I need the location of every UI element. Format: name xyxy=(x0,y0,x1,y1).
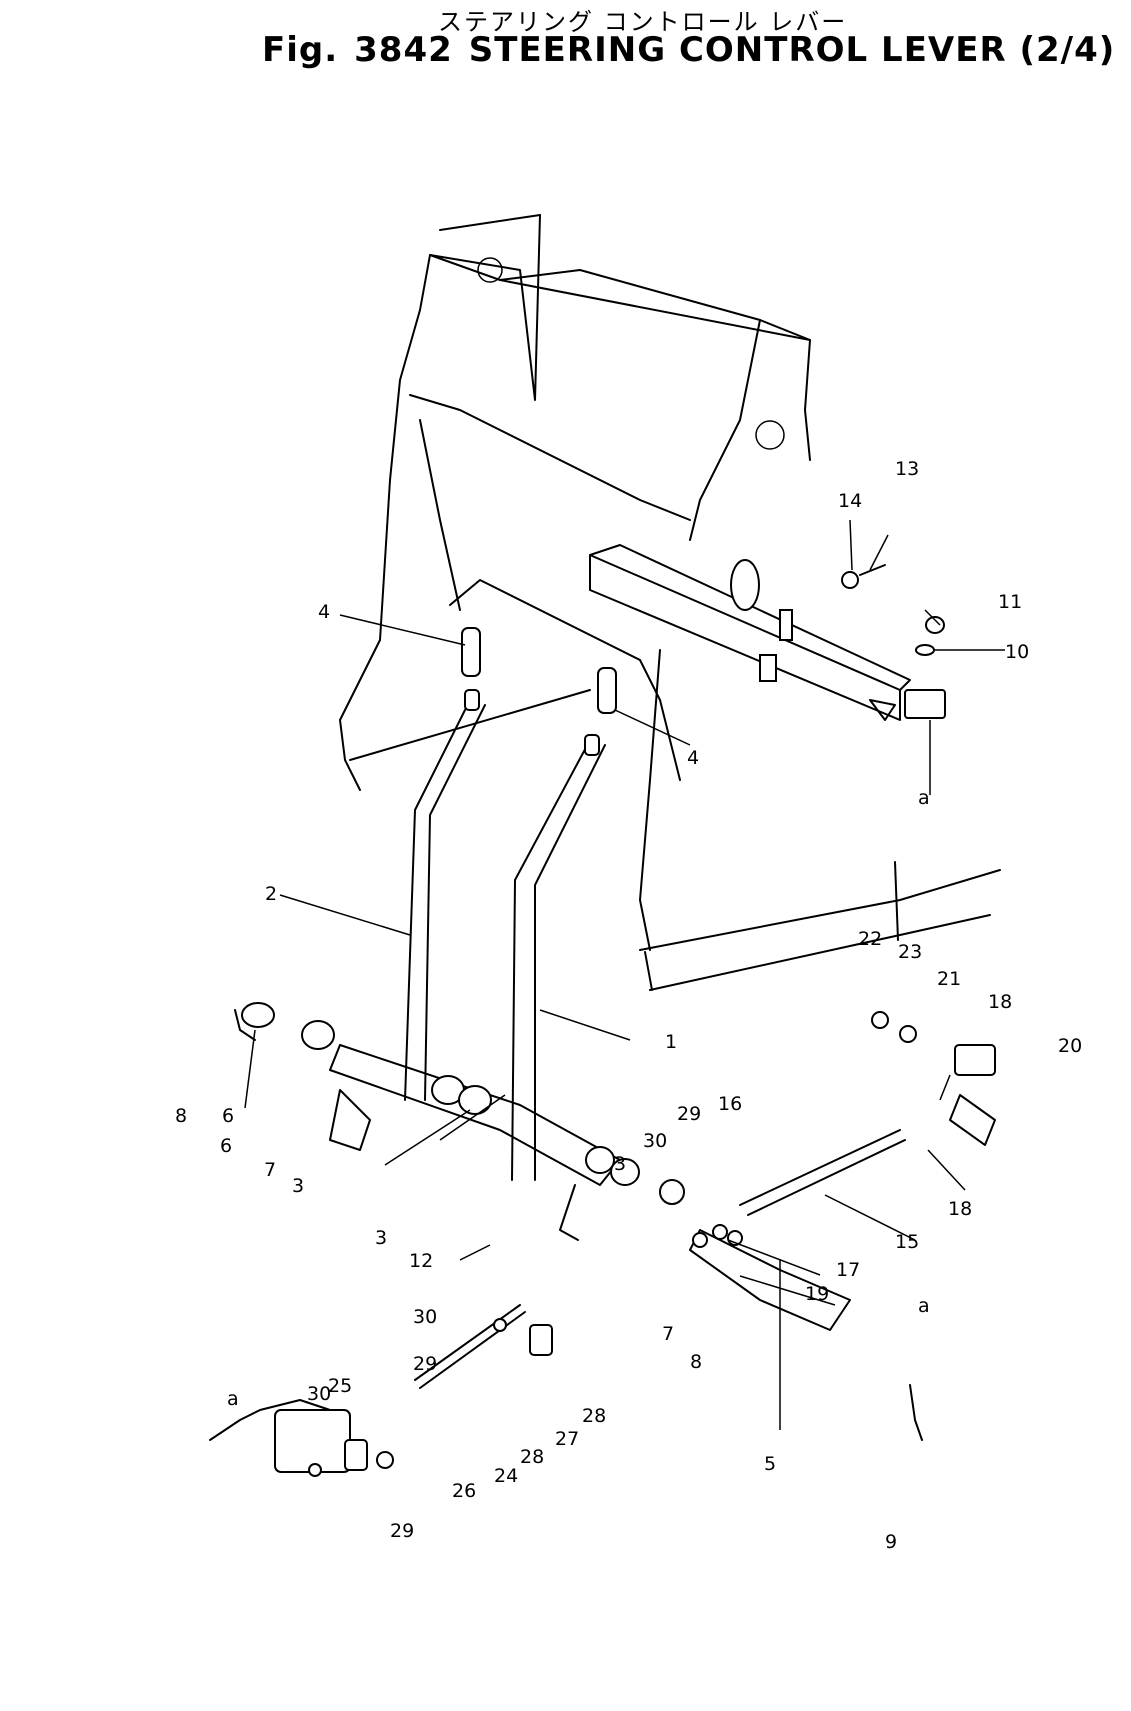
callout-10: 11 xyxy=(998,591,1022,613)
shaft-assembly xyxy=(241,1002,685,1241)
callout-29: 29 xyxy=(677,1103,701,1125)
callout-7: 7 xyxy=(264,1159,276,1181)
callout-8: 9 xyxy=(885,1531,897,1553)
exploded-view-drawing: 1 2 3 3 3 4 4 5 6 6 7 7 8 8 9 10 11 12 1… xyxy=(175,214,1082,1553)
callout-14: 15 xyxy=(895,1231,919,1253)
callout-labels: 1 2 3 3 3 4 4 5 6 6 7 7 8 8 9 10 11 12 1… xyxy=(175,458,1082,1553)
fig-number: 3842 xyxy=(354,30,453,70)
leader-lines xyxy=(244,519,1005,1430)
callout-17: 18 xyxy=(988,991,1012,1013)
fig-name: STEERING CONTROL LEVER (2/4) xyxy=(468,30,1116,70)
callout-1: 1 xyxy=(665,1031,677,1053)
callout-4: 4 xyxy=(318,601,330,623)
callout-18: 19 xyxy=(805,1283,829,1305)
frame-bracket xyxy=(339,214,1001,991)
lever-left xyxy=(404,627,486,1101)
fig-label: Fig. xyxy=(262,30,339,70)
callout-4: 4 xyxy=(687,747,699,769)
callout-24: 25 xyxy=(328,1375,352,1397)
callout-3: 3 xyxy=(375,1227,387,1249)
callout-6: 6 xyxy=(220,1135,232,1157)
callout-a: a xyxy=(918,1295,930,1317)
callout-8: 6 xyxy=(222,1105,234,1127)
callout-27: 28 xyxy=(520,1446,544,1468)
callout-30: 30 xyxy=(643,1130,667,1152)
callout-28: 28 xyxy=(582,1405,606,1427)
callout-8: 8 xyxy=(175,1105,187,1127)
callout-12: 13 xyxy=(895,458,919,480)
callout-7: 8 xyxy=(690,1351,702,1373)
callout-2: 2 xyxy=(265,883,277,905)
callout-16: 17 xyxy=(836,1259,860,1281)
callout-25: 26 xyxy=(452,1480,476,1502)
callout-30: 30 xyxy=(413,1306,437,1328)
callout-19: 20 xyxy=(1058,1035,1082,1057)
fasteners xyxy=(234,564,996,1477)
callout-30: a xyxy=(227,1388,239,1410)
callout-26: 27 xyxy=(555,1428,579,1450)
callout-a: a xyxy=(918,787,930,809)
callout-3: 3 xyxy=(614,1153,626,1175)
callout-22: 23 xyxy=(898,941,922,963)
callout-3: 3 xyxy=(292,1175,304,1197)
lever-right xyxy=(511,667,617,1181)
japanese-title: ステアリング コントロール レバー xyxy=(438,8,848,36)
callout-21: 22 xyxy=(858,928,882,950)
callout-5: 5 xyxy=(764,1453,776,1475)
callout-6: 7 xyxy=(662,1323,674,1345)
callout-18: 18 xyxy=(948,1198,972,1220)
callout-15: 16 xyxy=(718,1093,742,1115)
callout-11: 12 xyxy=(409,1250,433,1272)
callout-9: 10 xyxy=(1005,641,1029,663)
figure-title: Fig. 3842 STEERING CONTROL LEVER (2/4) xyxy=(262,30,1131,70)
callout-29: 30 xyxy=(307,1383,331,1405)
callout-23: 24 xyxy=(494,1465,518,1487)
callout-28: 29 xyxy=(390,1520,414,1542)
cross-tube xyxy=(589,544,911,721)
callout-29: 29 xyxy=(413,1353,437,1375)
callout-13: 14 xyxy=(838,490,862,512)
rod-parts xyxy=(209,1129,906,1473)
callout-20: 21 xyxy=(937,968,961,990)
